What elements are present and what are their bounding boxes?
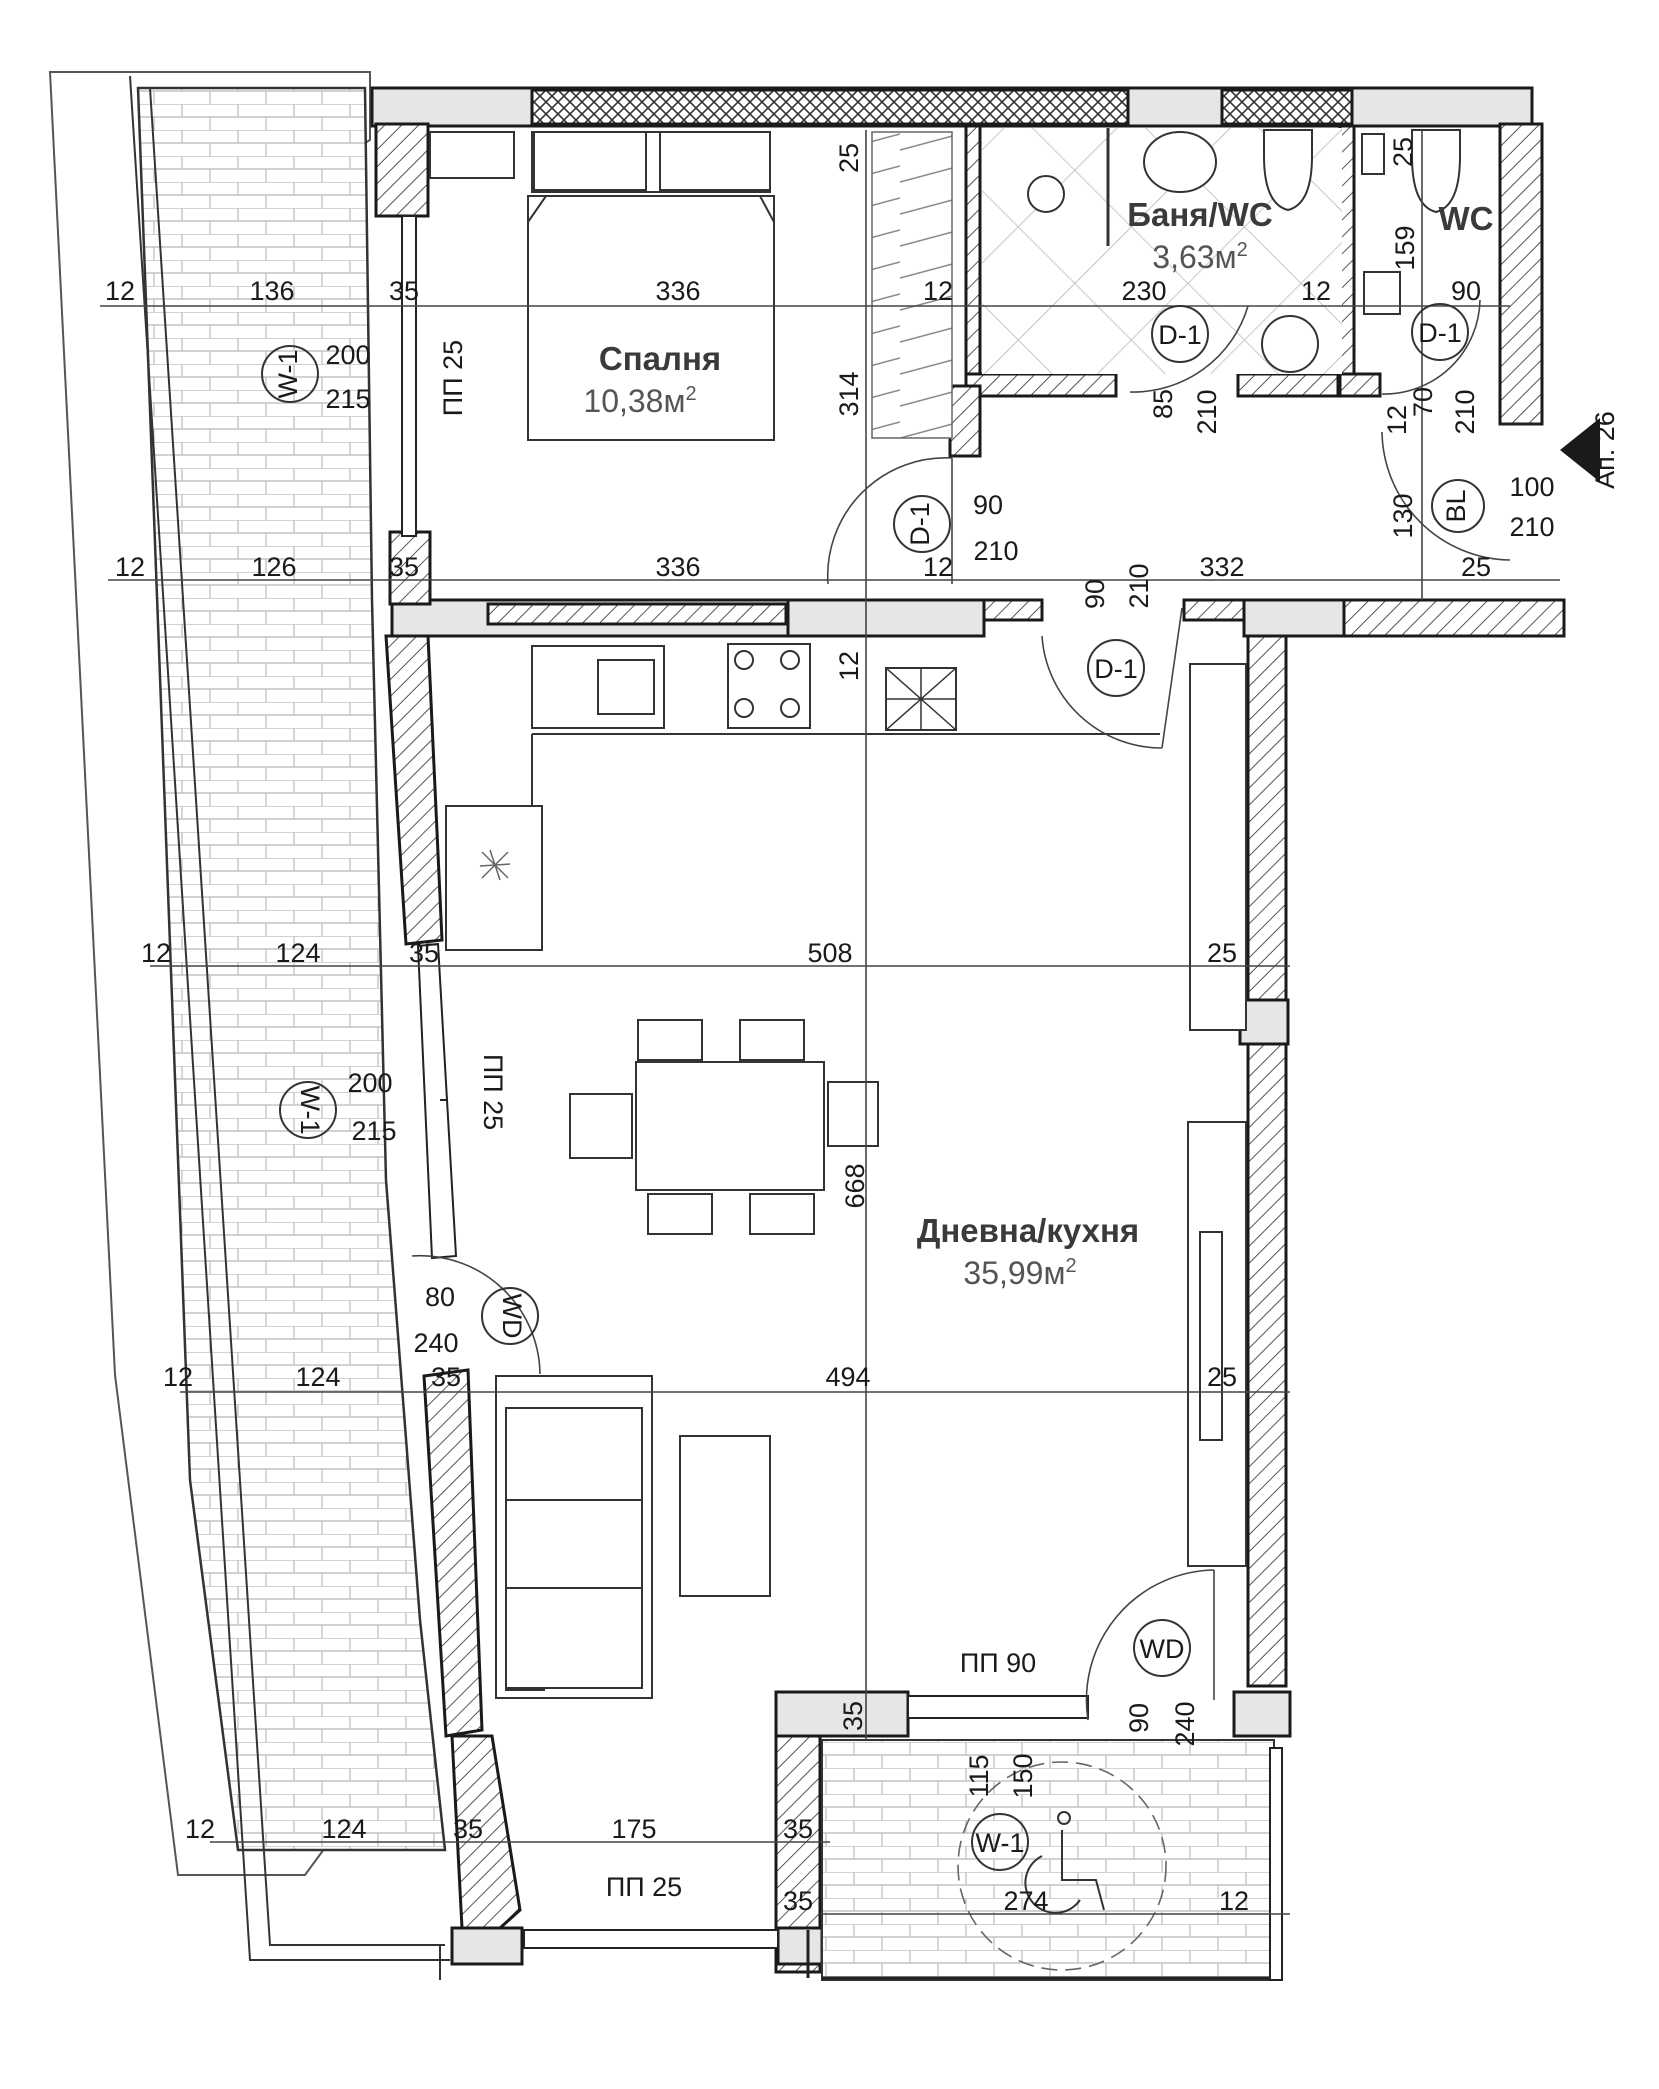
d1-wc-h: 210	[1450, 389, 1480, 434]
d1-bed-h: 210	[973, 536, 1018, 566]
bay-terrace	[821, 1739, 1275, 1981]
w1-bottom-w: 115	[964, 1754, 994, 1797]
dim-row5-1: 124	[321, 1814, 366, 1844]
dim-v-35: 35	[838, 1701, 868, 1731]
dim-row4-1: 124	[295, 1362, 340, 1392]
dim-row5-3: 175	[611, 1814, 656, 1844]
dim-row4-3: 494	[825, 1362, 870, 1392]
w1-mid-w: 200	[347, 1068, 392, 1098]
bedroom-area: 10,38м2	[583, 383, 696, 419]
bl-w: 100	[1509, 472, 1554, 502]
dim-row1-1: 136	[249, 276, 294, 306]
dim-v-668: 668	[840, 1163, 870, 1208]
dim-row1-6: 12	[1301, 276, 1331, 306]
dim-v-12-a: 12	[1382, 405, 1412, 435]
dim-row1-4: 12	[923, 276, 953, 306]
dim-row5-2: 35	[453, 1814, 483, 1844]
bedroom-name: Спалня	[599, 340, 721, 377]
w1-tag-top: W-1	[273, 349, 303, 398]
dim-row3-1: 124	[275, 938, 320, 968]
dim-row2-0: 12	[115, 552, 145, 582]
pp25-bottom: ПП 25	[606, 1872, 682, 1902]
dim-row3-2: 35	[409, 938, 439, 968]
dim-row3-3: 508	[807, 938, 852, 968]
w1-tag-bottom: W-1	[975, 1828, 1024, 1858]
w1-bottom-h: 150	[1008, 1753, 1038, 1798]
d1-tag-bed: D-1	[905, 502, 935, 546]
living-area: 35,99м2	[963, 1255, 1076, 1291]
d1-tag-bath: D-1	[1158, 320, 1202, 350]
dim-row2-6: 25	[1461, 552, 1491, 582]
wd-tag-left: WD	[497, 1294, 527, 1339]
dim-row2-3: 336	[655, 552, 700, 582]
dim-v-12-b: 12	[834, 651, 864, 681]
stairs	[871, 131, 953, 439]
dim-row6-0: 35	[783, 1886, 813, 1916]
dim-row4-0: 12	[163, 1362, 193, 1392]
dim-v-25-a: 25	[834, 143, 864, 173]
dim-row2-5: 332	[1199, 552, 1244, 582]
dim-row6-2: 12	[1219, 1886, 1249, 1916]
dim-v-159: 159	[1390, 225, 1420, 270]
d1-tag-living: D-1	[1094, 654, 1138, 684]
dim-row5-0: 12	[185, 1814, 215, 1844]
apartment-tag: Ап. 26	[1590, 411, 1620, 489]
w1-top-h: 215	[325, 384, 370, 414]
walls	[370, 86, 1566, 1974]
bath-name: Баня/WC	[1127, 196, 1272, 233]
dim-row1-2: 35	[389, 276, 419, 306]
dim-row2-4: 12	[923, 552, 953, 582]
wd-tag-right: WD	[1140, 1634, 1185, 1664]
pp90-bay: ПП 90	[960, 1648, 1036, 1678]
wd-right-w: 90	[1124, 1703, 1154, 1733]
dim-row1-0: 12	[105, 276, 135, 306]
w1-top-w: 200	[325, 340, 370, 370]
dim-v-130: 130	[1388, 493, 1418, 538]
dimension-lines	[100, 130, 1560, 1915]
d1-bath-w: 85	[1148, 389, 1178, 419]
labels: Спалня 10,38м2 Баня/WC 3,63м2 WC Дневна/…	[105, 137, 1620, 1916]
bath-area: 3,63м2	[1152, 239, 1247, 275]
dim-v-25-b: 25	[1388, 137, 1418, 167]
door-swings	[411, 299, 1511, 1721]
section-arrow-icon	[1560, 418, 1600, 482]
wc-name: WC	[1439, 200, 1494, 237]
d1-living-w: 90	[1080, 579, 1110, 609]
furniture	[429, 128, 1461, 1971]
dim-row2-2: 35	[389, 552, 419, 582]
dim-row2-1: 126	[251, 552, 296, 582]
dim-row3-4: 25	[1207, 938, 1237, 968]
d1-tag-wc: D-1	[1418, 318, 1462, 348]
pp25-top: ПП 25	[438, 340, 468, 416]
w1-tag-mid: W-1	[295, 1085, 325, 1134]
d1-bath-h: 210	[1192, 389, 1222, 434]
windows	[401, 215, 1540, 1949]
d1-bed-w: 90	[973, 490, 1003, 520]
dim-row1-7: 90	[1451, 276, 1481, 306]
dim-row5-4: 35	[783, 1814, 813, 1844]
w1-mid-h: 215	[351, 1116, 396, 1146]
wd-right-h: 240	[1170, 1701, 1200, 1746]
dim-row1-5: 230	[1121, 276, 1166, 306]
dim-row6-1: 274	[1003, 1886, 1048, 1916]
living-name: Дневна/кухня	[917, 1212, 1139, 1249]
bl-tag: BL	[1441, 489, 1471, 522]
pp25-mid: ПП 25	[478, 1054, 508, 1130]
d1-living-h: 210	[1124, 563, 1154, 608]
terrace	[48, 71, 450, 1980]
dim-row4-2: 35	[431, 1362, 461, 1392]
dim-row4-4: 25	[1207, 1362, 1237, 1392]
bl-h: 210	[1509, 512, 1554, 542]
wd-left-h: 240	[413, 1328, 458, 1358]
dim-v-314: 314	[834, 371, 864, 416]
d1-wc-w: 70	[1408, 387, 1438, 417]
wd-left-w: 80	[425, 1282, 455, 1312]
dim-row3-0: 12	[141, 938, 171, 968]
dim-row1-3: 336	[655, 276, 700, 306]
